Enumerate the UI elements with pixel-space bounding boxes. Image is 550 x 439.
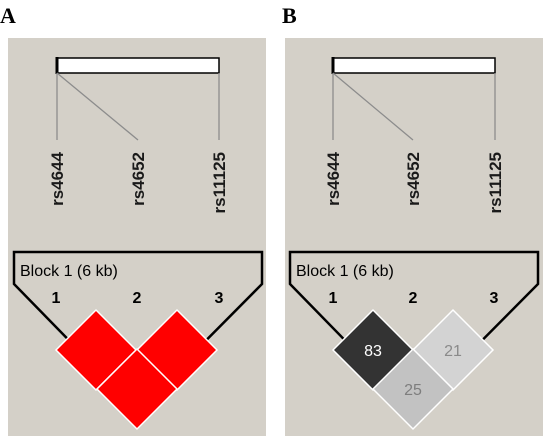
panel-a-snp-label-3: rs11125 xyxy=(210,152,229,213)
panel-b-connector-rs4652 xyxy=(332,72,414,141)
panel-a: A rs4644 rs4652 rs11125 Block 1 (6 kb) 1… xyxy=(0,3,266,436)
panel-a-position-bar xyxy=(56,57,220,74)
panel-b-index-3: 3 xyxy=(490,290,499,307)
panel-b: B rs4644 rs4652 rs11125 Block 1 (6 kb) 1… xyxy=(282,3,543,436)
panel-b-snp-label-1: rs4644 xyxy=(324,151,343,205)
panel-b-ld-cell-1-3 xyxy=(371,347,455,431)
panel-b-snp-label-3: rs11125 xyxy=(486,152,505,213)
panel-a-snp-label-1: rs4644 xyxy=(48,151,67,205)
panel-a-snp-label-2: rs4652 xyxy=(129,152,148,206)
panel-b-position-bar xyxy=(332,57,496,74)
panel-a-connector-rs4652 xyxy=(56,72,139,141)
panel-a-index-2: 2 xyxy=(133,290,142,307)
panel-b-index-1: 1 xyxy=(329,290,338,307)
panel-letter-b: B xyxy=(282,3,297,28)
panel-a-index-3: 3 xyxy=(215,290,224,307)
panel-b-ld-value-1-2: 83 xyxy=(364,343,382,360)
panel-letter-a: A xyxy=(0,3,16,28)
panel-b-ld-value-2-3: 21 xyxy=(444,343,462,360)
panel-b-index-2: 2 xyxy=(409,290,418,307)
panel-a-index-1: 1 xyxy=(52,290,61,307)
panel-b-snp-label-2: rs4652 xyxy=(404,152,423,206)
panel-a-ld-cell-1-3 xyxy=(95,347,179,431)
panel-b-block-label: Block 1 (6 kb) xyxy=(296,263,394,280)
panel-a-block-label: Block 1 (6 kb) xyxy=(20,263,118,280)
panel-b-ld-value-1-3: 25 xyxy=(404,382,422,399)
